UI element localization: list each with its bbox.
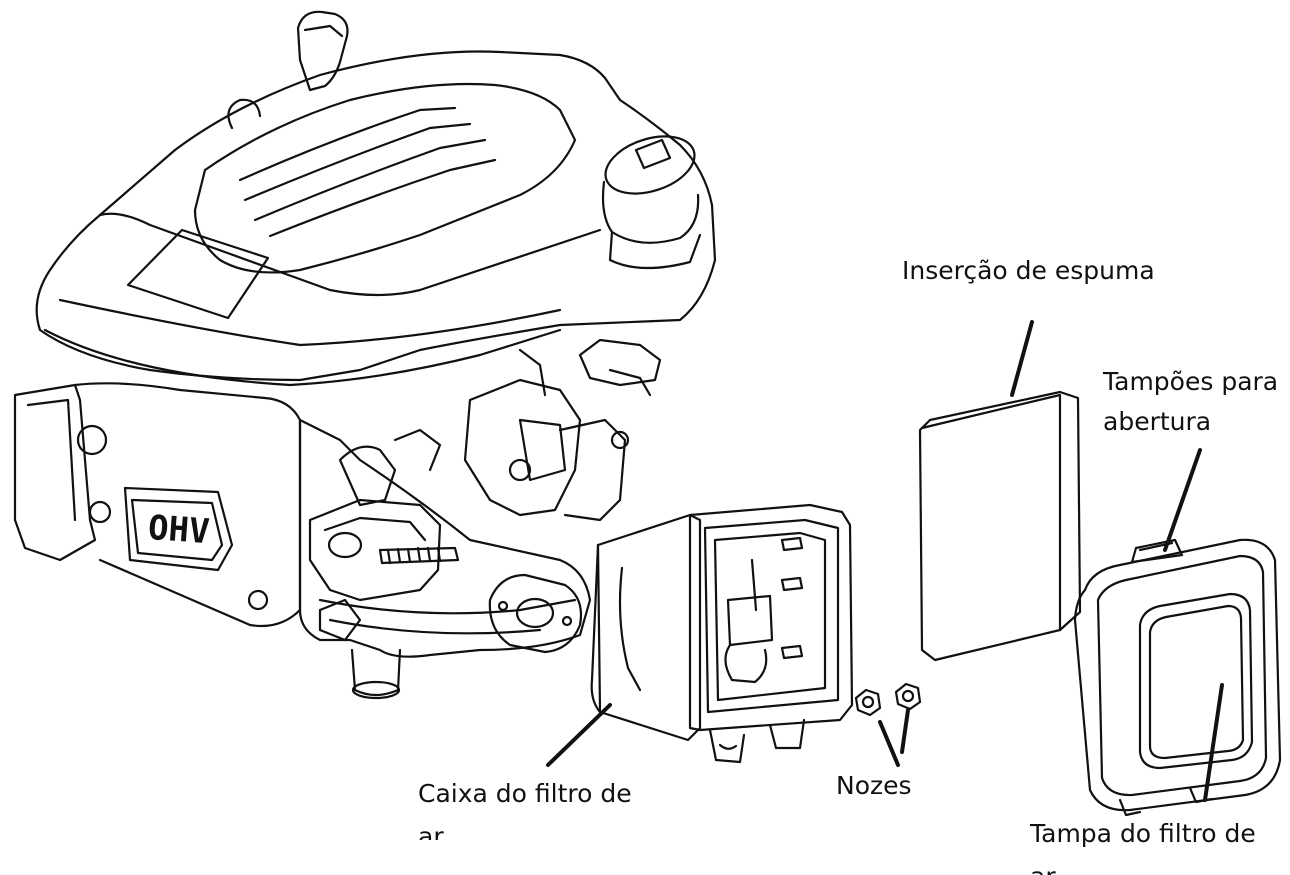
label-housing-line1: Caixa do filtro de	[418, 779, 632, 808]
label-nuts: Nozes	[836, 771, 912, 800]
label-vent-plugs-line2: abertura	[1103, 407, 1212, 436]
nuts	[854, 682, 922, 717]
leader-housing	[546, 703, 612, 767]
lift-handle	[296, 10, 349, 92]
leader-nut-1	[878, 720, 900, 767]
engine-shroud	[35, 50, 717, 382]
leader-foam	[1010, 320, 1034, 397]
carburetor	[308, 428, 460, 642]
label-vent-plugs-line1: Tampões para	[1103, 367, 1279, 396]
air-filter-cover	[1073, 538, 1282, 817]
foam-insert	[918, 390, 1082, 662]
label-cover-line2: ar	[1030, 858, 1056, 875]
label-cover-line1: Tampa do filtro de	[1030, 819, 1256, 848]
label-housing-line2: ar	[418, 822, 444, 840]
air-filter-housing	[590, 503, 854, 764]
carburetor-gasket	[488, 573, 583, 654]
crankshaft	[350, 648, 402, 697]
leader-vent-plugs	[1163, 448, 1202, 552]
cover-decal	[126, 228, 270, 320]
governor-bracket	[463, 338, 662, 522]
vent-plug	[1130, 538, 1184, 564]
label-foam-insert: Inserção de espuma	[902, 256, 1155, 285]
leader-nut-2	[900, 708, 910, 754]
engine-block	[13, 383, 97, 562]
engine-assembly: OHV	[13, 10, 717, 700]
ohv-badge-text: OHV	[147, 508, 211, 552]
crankcase-base	[298, 418, 592, 658]
leader-cover	[1203, 683, 1224, 802]
oil-cap	[601, 135, 702, 270]
ohv-badge: OHV	[123, 486, 234, 572]
leader-lines	[546, 320, 1224, 802]
